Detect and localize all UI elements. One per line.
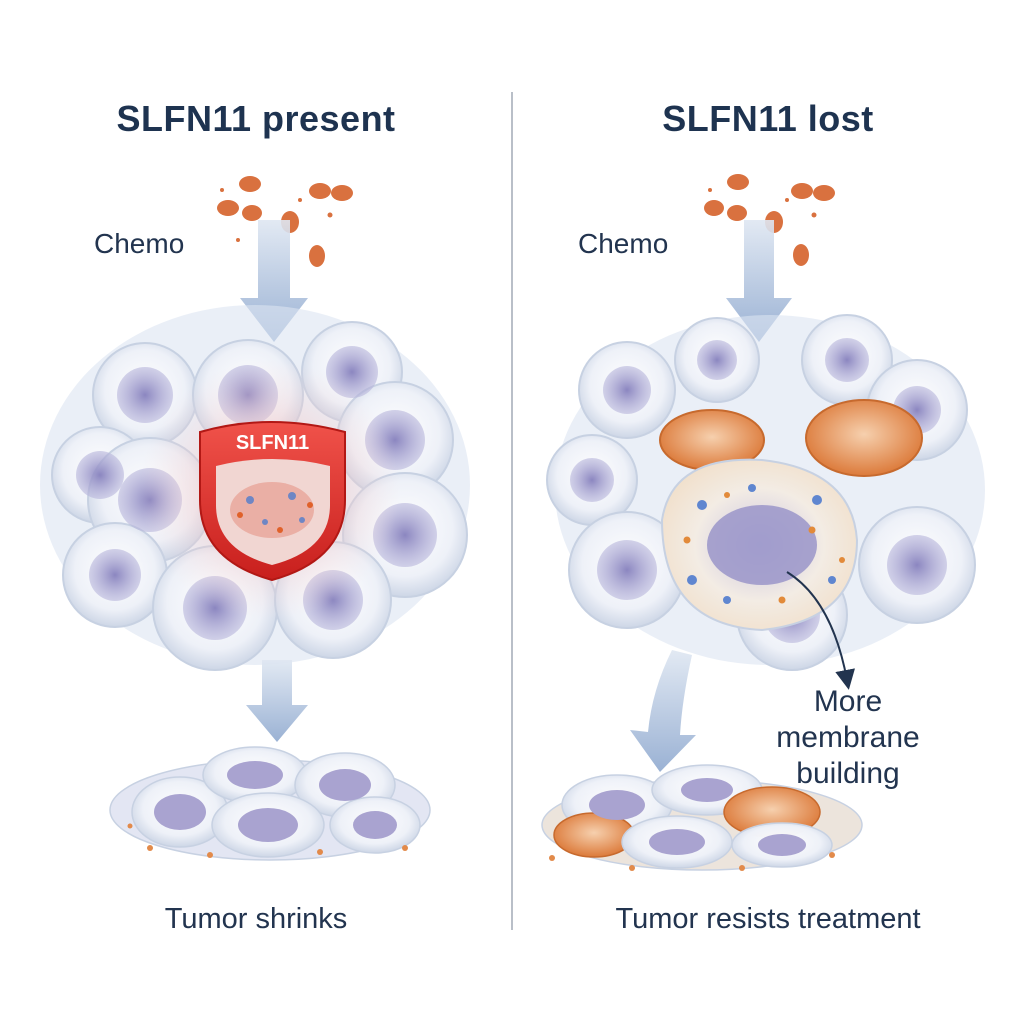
shrunk-tumor bbox=[109, 746, 431, 861]
callout-line-3: building bbox=[796, 757, 900, 790]
panel-slfn11-lost: SLFN11 lost Chemo More membrane building… bbox=[512, 0, 1024, 1024]
slfn11-shield-icon bbox=[199, 421, 346, 582]
panel-divider bbox=[511, 92, 513, 930]
chemo-label: Chemo bbox=[94, 228, 185, 259]
membrane-callout: More membrane building bbox=[748, 684, 948, 792]
chemo-label: Chemo bbox=[578, 228, 669, 259]
outcome-caption: Tumor shrinks bbox=[164, 903, 348, 935]
panel-title: SLFN11 lost bbox=[662, 98, 874, 139]
resistant-tumor-pile bbox=[541, 764, 863, 871]
tumor-cluster bbox=[40, 305, 470, 671]
callout-pointer bbox=[786, 571, 855, 690]
outcome-caption: Tumor resists treatment bbox=[615, 903, 921, 935]
shield-label: SLFN11 bbox=[235, 432, 310, 454]
callout-line-1: More bbox=[813, 685, 883, 718]
panel-slfn11-present: SLFN11 present Chemo SLFN11 Tumor shrink… bbox=[40, 98, 470, 935]
outcome-arrow bbox=[246, 660, 308, 742]
callout-line-2: membrane bbox=[776, 721, 920, 754]
panel-title: SLFN11 present bbox=[116, 98, 396, 139]
resistant-tumor-cluster bbox=[546, 314, 985, 671]
chemo-particles bbox=[704, 174, 835, 266]
right-illustration bbox=[541, 174, 985, 871]
outcome-arrow bbox=[630, 650, 696, 772]
chemo-arrow bbox=[726, 220, 792, 342]
left-illustration bbox=[40, 176, 470, 861]
